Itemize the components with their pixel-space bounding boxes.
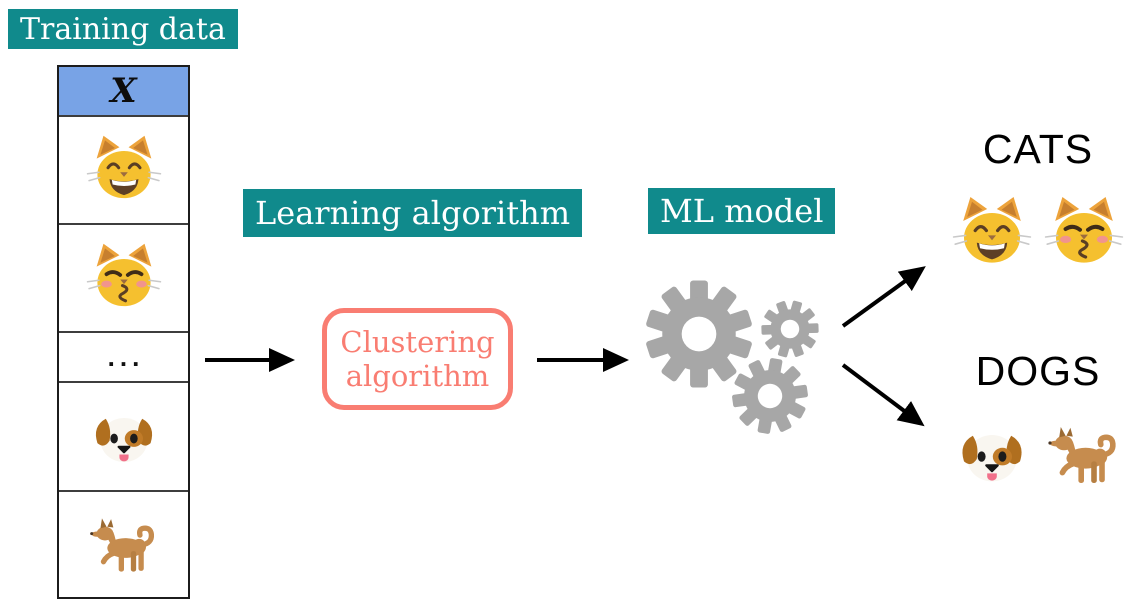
gears-icon (645, 280, 826, 440)
kissing-cat-emoji (86, 240, 162, 316)
column-header-x: X (110, 71, 137, 111)
cats-cluster: CATS (950, 128, 1126, 273)
learning-algorithm-label: Learning algorithm (243, 189, 583, 237)
clustering-algorithm-box: Clustering algorithm (322, 308, 513, 410)
dog-emoji (86, 507, 162, 583)
ellipsis-label: ... (107, 342, 145, 372)
table-row (59, 490, 188, 597)
table-header-cell: X (59, 67, 188, 115)
dogs-cluster: DOGS (950, 350, 1126, 495)
cats-cluster-icons (950, 193, 1126, 273)
gear-icon-medium (726, 352, 814, 440)
training-data-label-text: Training data (20, 11, 226, 47)
arrow-model-to-cats-icon (841, 266, 926, 328)
training-data-table: X ... (57, 65, 190, 599)
ml-model-label-text: ML model (660, 192, 824, 230)
table-row: ... (59, 331, 188, 381)
arrow-model-to-dogs-icon (841, 363, 925, 427)
dogs-cluster-icons (950, 415, 1126, 495)
dogs-cluster-label: DOGS (975, 348, 1101, 394)
dog-emoji (1044, 415, 1124, 495)
table-row (59, 115, 188, 223)
kissing-cat-emoji (1044, 193, 1124, 273)
cats-cluster-label: CATS (982, 126, 1094, 172)
gear-icon-large (645, 280, 753, 388)
dog-face-emoji (952, 415, 1032, 495)
gear-icon-small (754, 293, 826, 365)
ml-model-label: ML model (648, 188, 836, 234)
table-row (59, 223, 188, 331)
dog-face-emoji (86, 399, 162, 475)
cluster-box-line2: algorithm (345, 359, 490, 393)
cluster-box-line1: Clustering (340, 324, 495, 359)
training-data-label: Training data (8, 9, 238, 49)
learning-algorithm-label-text: Learning algorithm (255, 194, 571, 232)
grinning-cat-emoji (952, 193, 1032, 273)
grinning-cat-emoji (86, 132, 162, 208)
table-row (59, 381, 188, 490)
